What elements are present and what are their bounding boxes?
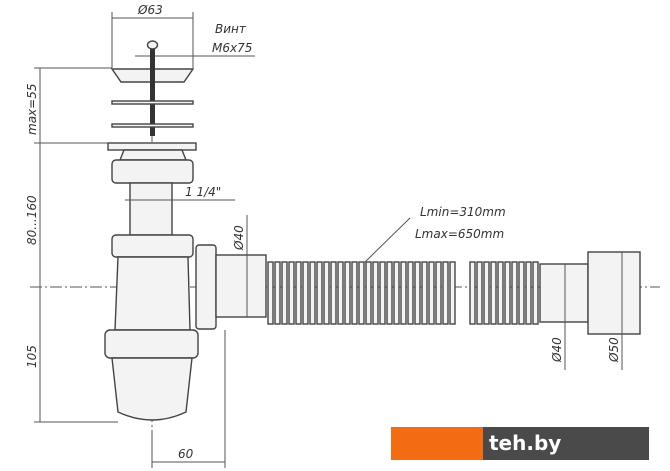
hose-rib (476, 261, 483, 325)
drain-grate (110, 40, 195, 136)
dim-offset: 60 (151, 330, 226, 468)
hose-rib (442, 261, 449, 325)
dim-thread: 1 1/4" (125, 185, 235, 201)
hose-rib (302, 261, 309, 325)
dim-top-diameter: Ø63 (111, 3, 194, 68)
label-hose-min: Lmin=310mm (420, 205, 506, 219)
hose-rib (358, 261, 365, 325)
label-screw-size: M6x75 (212, 41, 252, 55)
label-offset: 60 (178, 447, 194, 461)
hose-rib (421, 261, 428, 325)
watermark-text: teh.by (483, 427, 649, 460)
hose-coupler (539, 251, 641, 335)
hose-rib (316, 261, 323, 325)
hose-rib (490, 261, 497, 325)
label-top-diameter: Ø63 (137, 3, 163, 17)
hose-rib (295, 261, 302, 325)
label-thread: 1 1/4" (185, 185, 221, 199)
hose-rib (344, 261, 351, 325)
hose-rib (504, 261, 511, 325)
hose-rib (483, 261, 490, 325)
hose-rib (274, 261, 281, 325)
hose-rib (337, 261, 344, 325)
label-outlet-diameter: Ø40 (232, 225, 246, 251)
hose-rib (281, 261, 288, 325)
label-bottom-height: 105 (25, 345, 39, 368)
corrugated-hose (267, 261, 539, 325)
dim-left: max=55 80...160 105 (25, 67, 118, 423)
hose-rib (428, 261, 435, 325)
hose-rib (435, 261, 442, 325)
hose-length-callout: Lmin=310mm Lmax=650mm (364, 205, 506, 263)
dim-outlet: Ø40 (232, 215, 248, 317)
hose-rib (414, 261, 421, 325)
hose-rib (330, 261, 337, 325)
hose-rib (497, 261, 504, 325)
hose-rib (449, 261, 456, 325)
hose-rib (469, 261, 476, 325)
hose-rib (323, 261, 330, 325)
hose-rib (379, 261, 386, 325)
hose-rib (393, 261, 400, 325)
hose-rib (525, 261, 532, 325)
label-hose-max: Lmax=650mm (415, 227, 504, 241)
hose-rib (351, 261, 358, 325)
watermark-logo: teh.by (391, 427, 649, 460)
hose-rib (407, 261, 414, 325)
hose-rib (511, 261, 518, 325)
hose-rib (372, 261, 379, 325)
hose-rib (386, 261, 393, 325)
hose-rib (288, 261, 295, 325)
dim-hose-end: Ø40 Ø50 (550, 252, 623, 370)
label-screw: Винт (215, 22, 247, 36)
label-hose-end-inner: Ø40 (550, 337, 564, 363)
hose-rib (400, 261, 407, 325)
hose-rib (532, 261, 539, 325)
hose-rib (518, 261, 525, 325)
label-max-height: max=55 (25, 84, 39, 135)
hose-rib (365, 261, 372, 325)
hose-rib (267, 261, 274, 325)
label-hose-end-outer: Ø50 (607, 337, 621, 363)
hose-rib (309, 261, 316, 325)
label-height-range: 80...160 (25, 195, 39, 245)
siphon-body (104, 142, 267, 421)
